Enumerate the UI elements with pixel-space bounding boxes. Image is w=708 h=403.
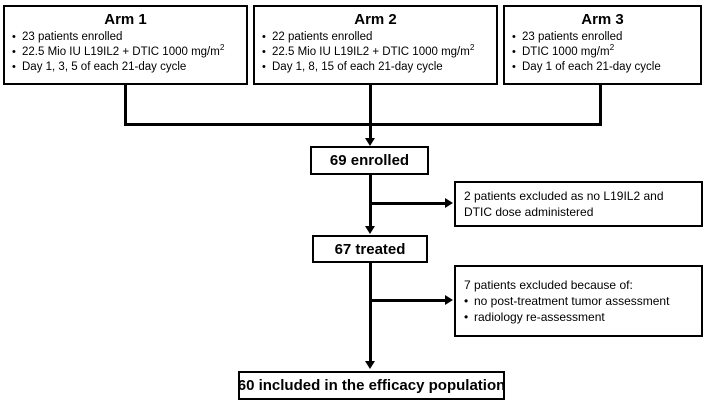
arm-1-bullet-1: 22.5 Mio IU L19IL2 + DTIC 1000 mg/m2: [11, 43, 240, 60]
arrowhead-to-treated: [365, 226, 375, 234]
exclusion-1-line-0: 2 patients excluded as no L19IL2 and: [464, 189, 664, 203]
arm-2-bullet-0: 22 patients enrolled: [261, 30, 490, 45]
arm-1-bullet-0: 23 patients enrolled: [11, 30, 240, 45]
exclusion-1-box: 2 patients excluded as no L19IL2 and DTI…: [454, 181, 703, 227]
arm-2-bullet-1-text: 22.5 Mio IU L19IL2 + DTIC 1000 mg/m: [272, 46, 470, 58]
arrowhead-to-enrolled: [365, 138, 375, 146]
treated-label: 67 treated: [334, 240, 406, 258]
arm-3-bullet-0: 23 patients enrolled: [511, 30, 694, 45]
arm-1-bullet-list: 23 patients enrolled 22.5 Mio IU L19IL2 …: [11, 30, 240, 75]
exclusion-2-bullet-1: radiology re-assessment: [464, 309, 693, 325]
connector-merge-to-enrolled: [369, 123, 372, 139]
exclusion-2-bullet-0: no post-treatment tumor assessment: [464, 293, 693, 309]
treated-box: 67 treated: [312, 235, 428, 263]
arm-2-bullet-2: Day 1, 8, 15 of each 21-day cycle: [261, 60, 490, 75]
arm-2-bullet-1: 22.5 Mio IU L19IL2 + DTIC 1000 mg/m2: [261, 43, 490, 60]
connector-treated-to-efficacy: [369, 263, 372, 361]
arrowhead-to-exclusion-1: [445, 198, 453, 208]
enrolled-box: 69 enrolled: [310, 146, 429, 175]
arm-2-superscript: 2: [469, 43, 475, 53]
connector-merge-bar: [124, 123, 602, 126]
arm-3-bullet-1: DTIC 1000 mg/m2: [511, 43, 694, 60]
exclusion-2-bullet-list: no post-treatment tumor assessment radio…: [464, 293, 693, 325]
arm-3-box: Arm 3 23 patients enrolled DTIC 1000 mg/…: [503, 5, 702, 85]
connector-enrolled-to-treated: [369, 175, 372, 226]
arm-3-bullet-2: Day 1 of each 21-day cycle: [511, 60, 694, 75]
connector-arm-2-drop: [369, 85, 372, 126]
arm-1-box: Arm 1 23 patients enrolled 22.5 Mio IU L…: [3, 5, 248, 85]
arrowhead-to-exclusion-2: [445, 295, 453, 305]
connector-arm-3-drop: [599, 85, 602, 126]
arm-3-bullet-list: 23 patients enrolled DTIC 1000 mg/m2 Day…: [511, 30, 694, 75]
arm-3-superscript: 2: [609, 43, 615, 53]
exclusion-2-line-0: 7 patients excluded because of:: [464, 278, 633, 292]
arm-1-bullet-1-text: 22.5 Mio IU L19IL2 + DTIC 1000 mg/m: [22, 46, 220, 58]
connector-arm-1-drop: [124, 85, 127, 126]
arm-3-bullet-1-text: DTIC 1000 mg/m: [522, 46, 610, 58]
efficacy-population-box: 60 included in the efficacy population: [238, 371, 505, 400]
arm-2-title: Arm 2: [354, 11, 397, 28]
arm-1-superscript: 2: [219, 43, 225, 53]
arm-2-bullet-list: 22 patients enrolled 22.5 Mio IU L19IL2 …: [261, 30, 490, 75]
arrowhead-to-efficacy: [365, 361, 375, 369]
arm-1-bullet-2: Day 1, 3, 5 of each 21-day cycle: [11, 60, 240, 75]
connector-branch-exclusion-1: [369, 202, 446, 205]
arm-2-box: Arm 2 22 patients enrolled 22.5 Mio IU L…: [253, 5, 498, 85]
exclusion-1-line-1: DTIC dose administered: [464, 205, 594, 219]
arm-1-title: Arm 1: [104, 11, 147, 28]
efficacy-population-label: 60 included in the efficacy population: [237, 377, 506, 394]
arm-3-title: Arm 3: [581, 11, 624, 28]
exclusion-2-box: 7 patients excluded because of: no post-…: [454, 265, 703, 337]
connector-branch-exclusion-2: [369, 299, 446, 302]
enrolled-label: 69 enrolled: [329, 152, 410, 169]
